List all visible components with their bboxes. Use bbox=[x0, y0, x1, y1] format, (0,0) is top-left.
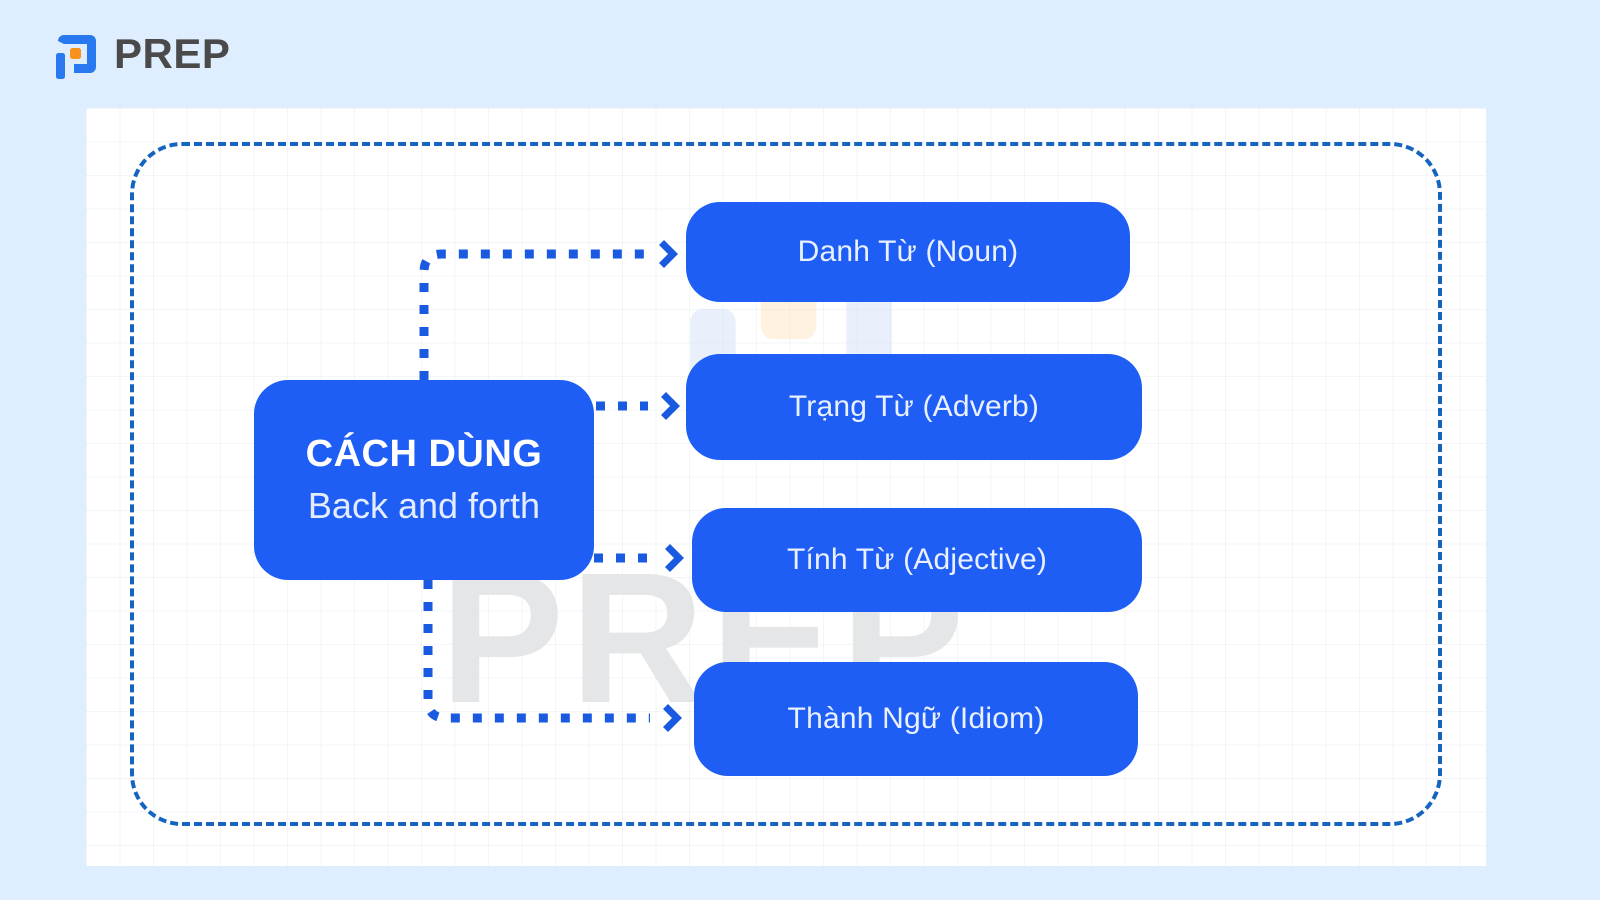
connector-noun bbox=[419, 249, 646, 380]
node-branch-idiom-label: Thành Ngữ (Idiom) bbox=[787, 702, 1045, 735]
node-branch-adjective-label: Tính Từ (Adjective) bbox=[786, 543, 1048, 576]
prep-logo-icon bbox=[56, 35, 96, 79]
connector-idiom bbox=[423, 580, 650, 723]
node-branch-adverb[interactable]: Trạng Từ (Adverb) bbox=[686, 354, 1142, 460]
brand-header: PREP bbox=[48, 28, 230, 80]
node-branch-noun[interactable]: Danh Từ (Noun) bbox=[686, 202, 1130, 302]
node-branch-noun-label: Danh Từ (Noun) bbox=[797, 235, 1019, 268]
node-center[interactable]: CÁCH DÙNG Back and forth bbox=[254, 380, 594, 580]
node-branch-idiom[interactable]: Thành Ngữ (Idiom) bbox=[694, 662, 1138, 776]
brand-name: PREP bbox=[114, 30, 231, 77]
node-branch-adjective[interactable]: Tính Từ (Adjective) bbox=[692, 508, 1142, 612]
node-branch-adverb-label: Trạng Từ (Adverb) bbox=[788, 390, 1040, 423]
node-center-subtitle: Back and forth bbox=[307, 485, 541, 527]
node-center-title: CÁCH DÙNG bbox=[305, 433, 543, 476]
arrowhead-adjective bbox=[665, 544, 684, 572]
arrowhead-idiom bbox=[663, 704, 682, 732]
arrowhead-adverb bbox=[661, 392, 680, 420]
arrowhead-noun bbox=[659, 240, 678, 268]
